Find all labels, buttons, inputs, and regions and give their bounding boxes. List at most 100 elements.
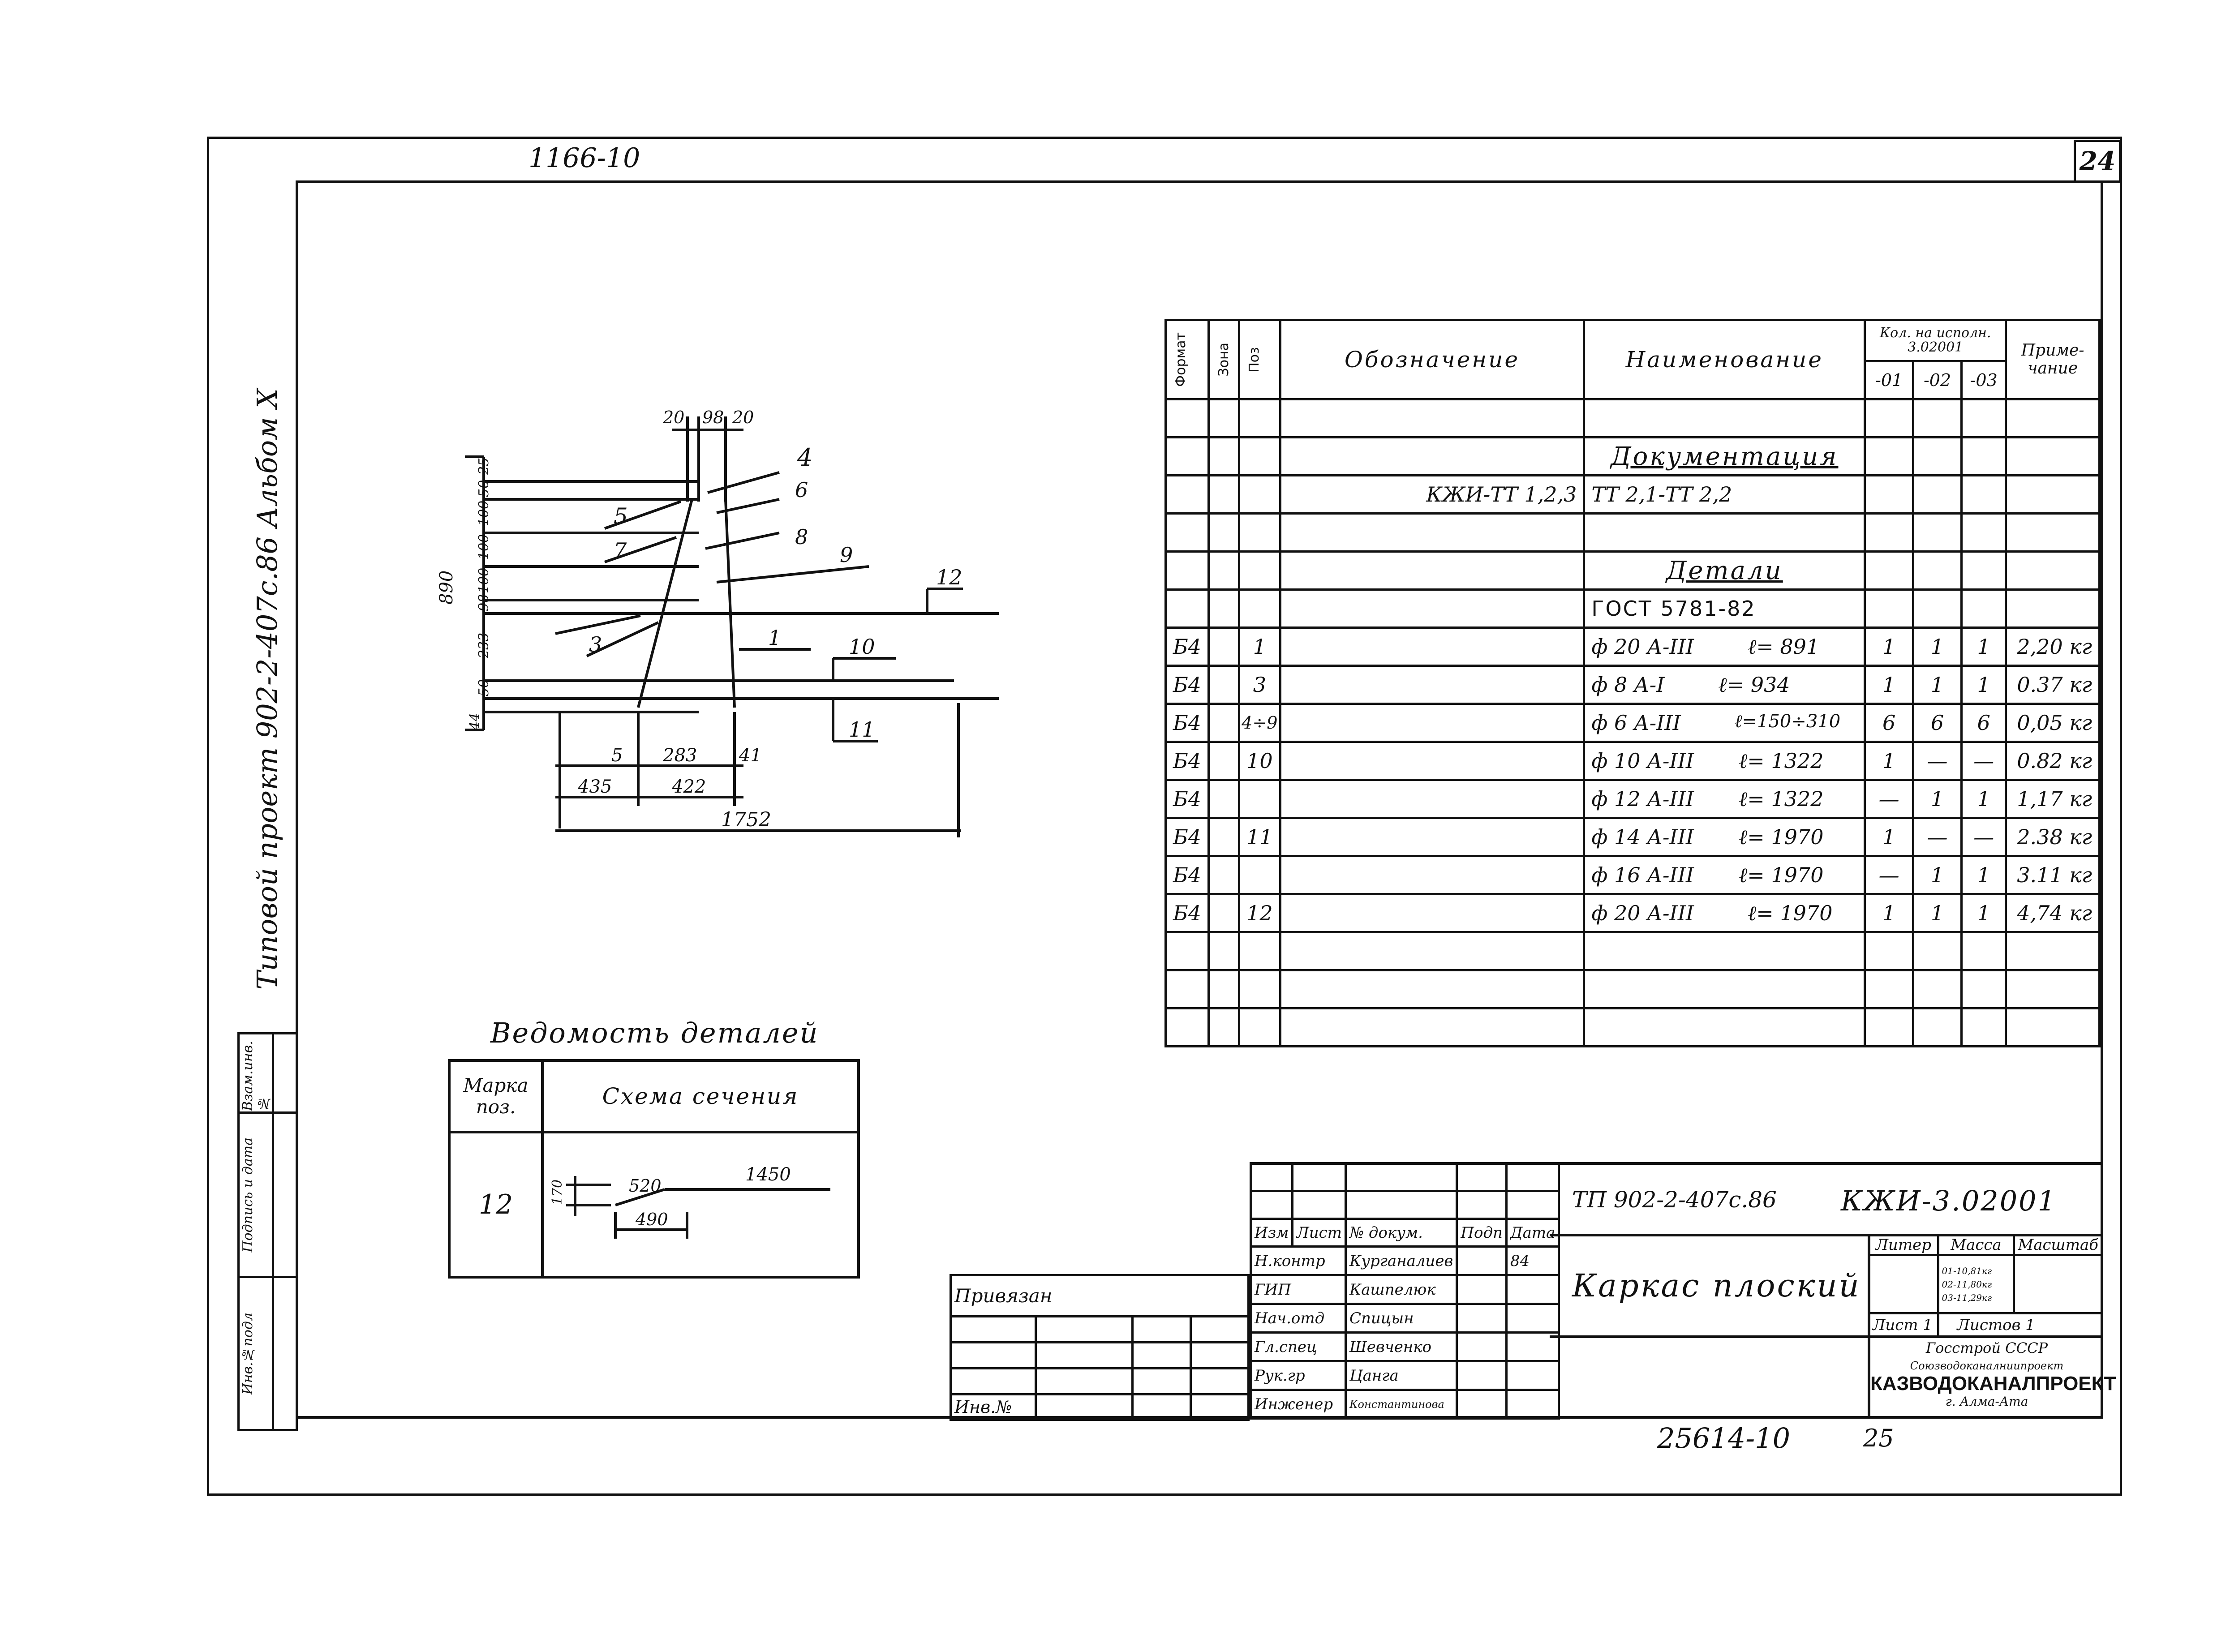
bar-name: ф 20 А-III xyxy=(1591,901,1694,925)
tb-mass-03: 03-11,29кг xyxy=(1942,1292,1992,1303)
scheme-dim-170: 170 xyxy=(550,1180,565,1205)
vertical-project-title: Типовой проект 902-2-407с.86 Альбом X xyxy=(251,388,284,990)
tb-col-date: Дата xyxy=(1505,1218,1560,1248)
col-note: Приме- чание xyxy=(2005,319,2101,400)
specification-table: Формат Зона Поз Обозначение Наименование… xyxy=(1164,319,2101,1047)
bar-length: ℓ= 1970 xyxy=(1739,825,1824,849)
leader-6: 6 xyxy=(795,478,808,502)
bar-name: ф 6 А-III xyxy=(1591,711,1681,735)
dim-50a: 50 xyxy=(476,480,492,497)
tb-col-list: Лист xyxy=(1291,1218,1347,1248)
tb-org-line2: Союзводоканалниипроект xyxy=(1910,1360,2064,1372)
bar-length: ℓ= 1970 xyxy=(1748,901,1833,925)
tb-litera-label: Литер xyxy=(1868,1234,1939,1256)
tb-scale-label: Масштаб xyxy=(2013,1234,2103,1256)
col-pos: Поз xyxy=(1246,347,1263,373)
leader-9: 9 xyxy=(840,543,853,567)
leader-10: 10 xyxy=(849,635,875,659)
frame-drawing: 20 98 20 890 25 50 100 100 100 98 233 50… xyxy=(436,408,999,837)
tb-sheet-label: Лист 1 xyxy=(1868,1312,1939,1338)
tb-organization: Госстрой СССР Союзводоканалниипроект КАЗ… xyxy=(1870,1339,2116,1419)
bar-length: ℓ= 891 xyxy=(1748,635,1820,659)
stamp-label-inv: Инв.№подл xyxy=(240,1312,256,1395)
tb-project-code: ТП 902-2-407с.86 xyxy=(1572,1187,1777,1213)
tb-hline-2 xyxy=(1550,1335,2103,1338)
dim-100c: 100 xyxy=(476,568,492,593)
tb-mass-02: 02-11,80кг xyxy=(1942,1279,1992,1290)
col-name: Наименование xyxy=(1583,319,1866,400)
leader-5: 5 xyxy=(614,503,628,529)
scheme-dim-520: 520 xyxy=(629,1176,662,1196)
col-scheme: Схема сечения xyxy=(541,1059,860,1133)
details-table: Марка поз. Схема сечения 12 170 520 xyxy=(448,1059,860,1279)
dim-435: 435 xyxy=(577,777,612,797)
section-details: Детали xyxy=(1666,556,1783,585)
stamp-label-replace: Взам.инв.№ xyxy=(240,1041,271,1111)
page-number: 25 xyxy=(1863,1424,1894,1452)
dim-100b: 100 xyxy=(476,534,492,560)
dim-100a: 100 xyxy=(476,501,492,526)
bar-name: ф 14 А-III xyxy=(1591,825,1694,849)
gost-label: ГОСТ 5781-82 xyxy=(1583,588,1866,629)
bar-length: ℓ= 934 xyxy=(1718,673,1790,697)
bar-name: ф 16 А-III xyxy=(1591,863,1694,887)
bar-length: ℓ= 1970 xyxy=(1739,863,1824,887)
dim-1752: 1752 xyxy=(721,808,771,831)
dim-44: 44 xyxy=(467,713,483,730)
bound-label: Привязан xyxy=(950,1274,1250,1317)
tb-org-line3: КАЗВОДОКАНАЛПРОЕКТ xyxy=(1870,1373,2116,1395)
dim-233: 233 xyxy=(476,633,492,659)
details-title: Ведомость деталей xyxy=(490,1017,819,1049)
dim-5: 5 xyxy=(611,745,623,766)
dim-283: 283 xyxy=(662,745,697,766)
leader-8: 8 xyxy=(795,525,808,549)
section-scheme: 170 520 1450 490 xyxy=(550,1164,830,1239)
stamp-label-sign: Подпись и дата xyxy=(240,1137,256,1253)
bar-length: ℓ= 1322 xyxy=(1739,787,1824,811)
dim-50b: 50 xyxy=(476,679,492,696)
leader-3: 3 xyxy=(589,632,602,657)
tb-org-line4: г. Алма-Ата xyxy=(1945,1394,2028,1409)
tb-col-sign: Подп xyxy=(1456,1218,1508,1248)
bar-name: ф 8 А-I xyxy=(1591,673,1665,697)
leader-11: 11 xyxy=(849,717,875,742)
section-documentation: Документация xyxy=(1611,442,1839,471)
tb-drawing-name: Каркас плоский xyxy=(1572,1267,1861,1304)
leader-12: 12 xyxy=(936,565,962,589)
dim-422: 422 xyxy=(671,777,706,797)
tb-org-line1: Госстрой СССР xyxy=(1925,1339,2048,1356)
scheme-dim-490: 490 xyxy=(635,1210,668,1229)
col-format: Формат xyxy=(1173,332,1189,387)
bar-length: ℓ= 1322 xyxy=(1739,749,1824,773)
col-qty-03: -03 xyxy=(1960,360,2007,401)
leader-1: 1 xyxy=(768,626,781,650)
bar-name: ф 10 А-III xyxy=(1591,749,1694,773)
tb-doc-code: КЖИ-3.02001 xyxy=(1841,1184,2057,1217)
dim-41: 41 xyxy=(739,745,762,766)
tb-mass-label: Масса xyxy=(1937,1234,2015,1256)
col-mark: Марка поз. xyxy=(448,1059,544,1133)
tb-mass-grid: Литер Масса Масштаб 01-10,81кг 02-11,80к… xyxy=(1868,1234,2104,1338)
bar-name: ф 12 А-III xyxy=(1591,787,1694,811)
doc-name: ТТ 2,1-ТТ 2,2 xyxy=(1583,474,1866,515)
col-qty-02: -02 xyxy=(1912,360,1963,401)
bar-length: ℓ=150÷310 xyxy=(1734,711,1841,732)
bound-block: Привязан Инв.№ xyxy=(949,1274,1250,1421)
tb-col-doc: № докум. xyxy=(1344,1218,1458,1248)
dim-top-20b: 20 xyxy=(732,408,754,427)
leader-7: 7 xyxy=(614,538,627,562)
sheet-number: 24 xyxy=(2079,146,2116,176)
doc-designation: КЖИ-ТТ 1,2,3 xyxy=(1279,474,1585,515)
dim-top-20a: 20 xyxy=(662,408,684,427)
bar-name: ф 20 А-III xyxy=(1591,635,1694,659)
leader-4: 4 xyxy=(797,443,812,472)
dim-top-98: 98 xyxy=(702,408,724,427)
